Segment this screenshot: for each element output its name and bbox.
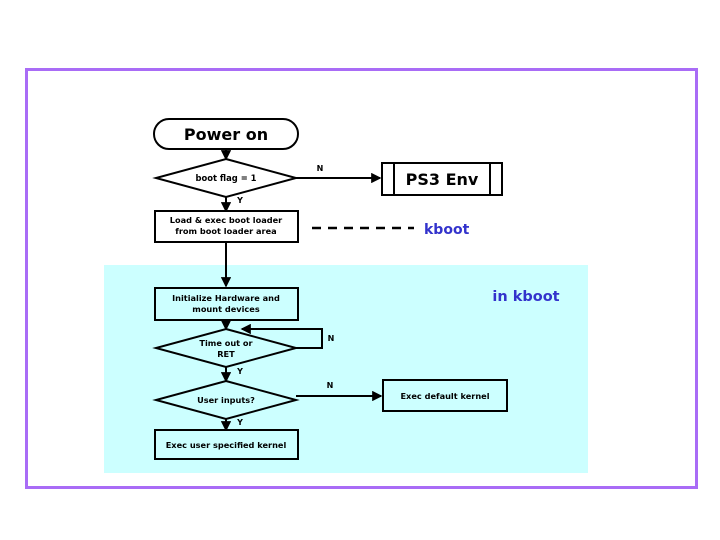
init-hardware-label-line2: mount devices	[192, 304, 260, 314]
user-inputs-label: User inputs?	[197, 395, 255, 405]
exec-user-kernel-shape	[154, 429, 299, 460]
edge-timeout-no-loopback	[240, 323, 323, 349]
load-boot-loader-label-line2: from boot loader area	[175, 226, 276, 236]
ps3-env-shape	[381, 162, 503, 196]
node-boot-flag: boot flag = 1	[152, 157, 300, 199]
timeout-ret-label-line2: RET	[217, 349, 235, 359]
edge-label-boot-flag-yes: Y	[236, 196, 243, 205]
node-power-on: Power on	[153, 118, 299, 150]
edge-label-user-inputs-no: N	[327, 381, 334, 390]
power-on-label: Power on	[184, 125, 268, 144]
load-boot-loader-label-line1: Load & exec boot loader	[170, 215, 283, 225]
node-load-boot-loader: Load & exec boot loader from boot loader…	[154, 210, 299, 243]
boot-flag-label: boot flag = 1	[196, 173, 257, 183]
timeout-ret-label-line1: Time out or	[199, 338, 253, 348]
kboot-callout-label: kboot	[424, 222, 470, 238]
node-ps3-env: PS3 Env	[381, 162, 503, 196]
edge-label-timeout-no: N	[328, 334, 335, 343]
edge-label-user-inputs-yes: Y	[236, 418, 243, 427]
init-hardware-label-line1: Initialize Hardware and	[172, 293, 280, 303]
edge-label-boot-flag-no: N	[317, 164, 324, 173]
edge-label-timeout-yes: Y	[236, 367, 243, 376]
node-exec-user-kernel: Exec user specified kernel	[154, 429, 299, 460]
exec-user-kernel-label: Exec user specified kernel	[166, 440, 287, 450]
node-exec-default-kernel: Exec default kernel	[382, 379, 508, 412]
exec-default-kernel-label: Exec default kernel	[400, 391, 489, 401]
node-init-hardware: Initialize Hardware and mount devices	[154, 287, 299, 321]
init-hardware-shape	[154, 287, 299, 321]
slide-frame-border	[25, 68, 698, 489]
load-boot-loader-shape	[154, 210, 299, 243]
exec-default-kernel-shape	[382, 379, 508, 412]
in-kboot-caption: in kboot	[492, 289, 559, 305]
ps3-env-label: PS3 Env	[406, 170, 479, 189]
